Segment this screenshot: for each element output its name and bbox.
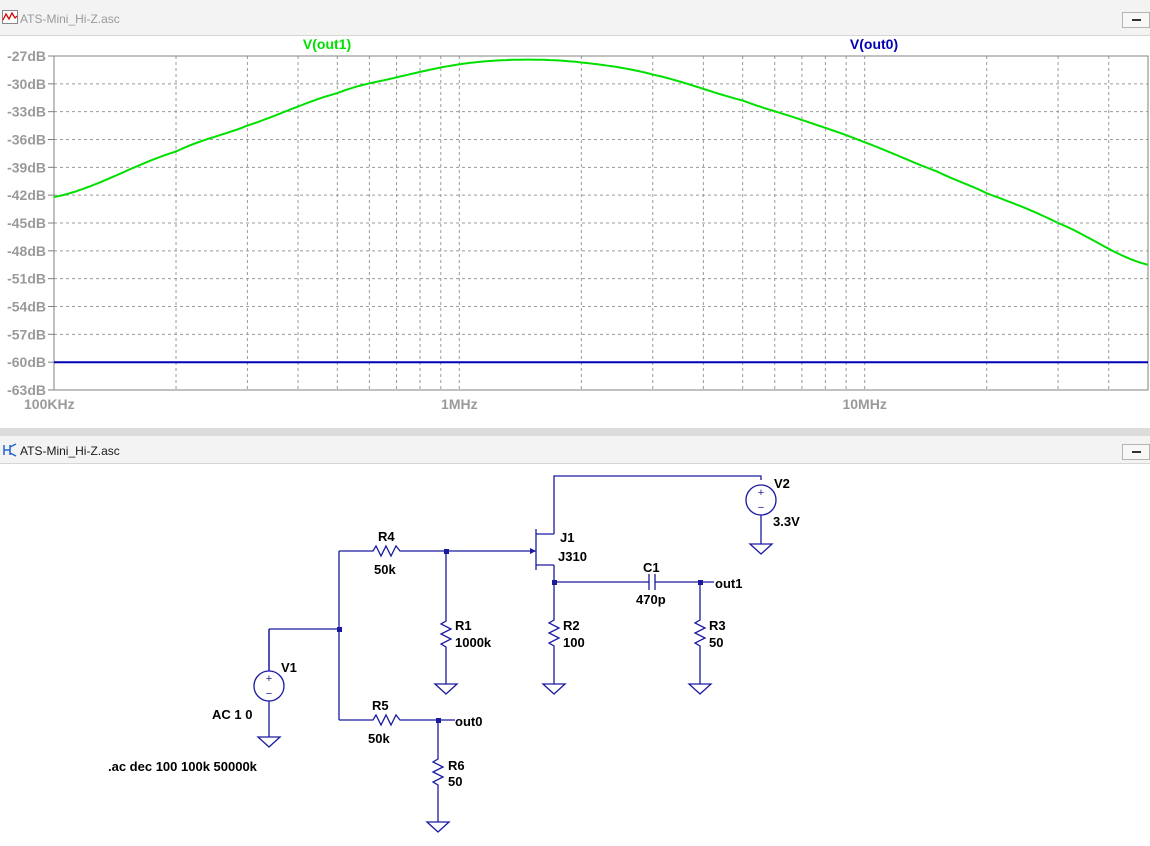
minus-sign-v1: − (266, 688, 272, 700)
y-tick-label: -27dB (7, 48, 46, 64)
plot-window-title: ATS-Mini_Hi-Z.asc (20, 12, 120, 26)
label-r3-value[interactable]: 50 (709, 635, 723, 650)
label-c1-name[interactable]: C1 (643, 560, 660, 575)
junction-dot (698, 580, 703, 585)
window-splitter[interactable] (0, 428, 1150, 436)
label-r1-value[interactable]: 1000k (455, 635, 492, 650)
waveform-icon (2, 10, 18, 24)
net-label-out0[interactable]: out0 (455, 714, 482, 729)
label-r5-value[interactable]: 50k (368, 731, 390, 746)
label-r3-name[interactable]: R3 (709, 618, 726, 633)
plus-sign-v2: + (758, 487, 764, 499)
label-c1-value[interactable]: 470p (636, 592, 666, 607)
label-j1-name[interactable]: J1 (560, 530, 574, 545)
waveform-plot[interactable]: -27dB -30dB -33dB -36dB -39dB -42dB -45dB -48dB… (0, 36, 1150, 428)
y-tick-label: -33dB (7, 104, 46, 120)
y-tick-label: -51dB (7, 271, 46, 287)
plot-minimize-button[interactable] (1122, 12, 1150, 28)
net-label-out1[interactable]: out1 (715, 576, 742, 591)
spice-directive[interactable]: .ac dec 100 100k 50000k (108, 759, 258, 774)
schematic-icon (3, 443, 17, 457)
wire-drain-v2[interactable] (553, 475, 762, 534)
resistor-r5[interactable] (370, 713, 403, 727)
x-tick-label: 1MHz (441, 396, 478, 412)
resistor-r6[interactable] (431, 756, 445, 788)
label-v2-name[interactable]: V2 (774, 476, 790, 491)
trace-v-out1[interactable] (53, 58, 1149, 266)
y-tick-label: -57dB (7, 326, 46, 342)
y-tick-label: -63dB (7, 382, 46, 398)
plus-sign-v1: + (266, 673, 272, 685)
x-tick-label: 100KHz (24, 396, 75, 412)
y-tick-label: -30dB (7, 76, 46, 92)
label-j1-value[interactable]: J310 (558, 549, 587, 564)
schematic-window-titlebar[interactable]: ATS-Mini_Hi-Z.asc (0, 436, 1150, 464)
resistor-r3[interactable] (693, 617, 707, 649)
junction-dot (552, 580, 557, 585)
label-v1-value[interactable]: AC 1 0 (212, 707, 252, 722)
schematic-canvas[interactable]: + − + − R4 50k R1 1000k R5 50k R6 50 R2 … (0, 464, 1150, 846)
y-tick-label: -42dB (7, 187, 46, 203)
y-tick-label: -60dB (7, 354, 46, 370)
label-v1-name[interactable]: V1 (281, 660, 297, 675)
ground-r3[interactable] (687, 683, 713, 695)
junction-dot (337, 627, 342, 632)
resistor-r4[interactable] (370, 544, 403, 558)
minimize-icon (1132, 19, 1141, 21)
junction-dot (436, 718, 441, 723)
schematic-window-title: ATS-Mini_Hi-Z.asc (20, 444, 120, 458)
label-r2-value[interactable]: 100 (563, 635, 585, 650)
label-r5-name[interactable]: R5 (372, 698, 389, 713)
label-r4-value[interactable]: 50k (374, 562, 396, 577)
x-tick-label: 10MHz (842, 396, 886, 412)
capacitor-c1[interactable] (648, 574, 656, 590)
junction-dot (444, 549, 449, 554)
ground-r6[interactable] (425, 821, 451, 833)
minus-sign-v2: − (758, 502, 764, 514)
label-v2-value[interactable]: 3.3V (773, 514, 800, 529)
jfet-j1[interactable] (530, 529, 554, 570)
label-r6-value[interactable]: 50 (448, 774, 462, 789)
y-tick-label: -48dB (7, 243, 46, 259)
label-r6-name[interactable]: R6 (448, 758, 465, 773)
ground-r2[interactable] (541, 683, 567, 695)
schematic-minimize-button[interactable] (1122, 444, 1150, 460)
ground-r1[interactable] (433, 683, 459, 695)
legend-v-out0[interactable]: V(out0) (850, 36, 898, 52)
ground-v1[interactable] (256, 736, 282, 748)
y-tick-label: -54dB (7, 299, 46, 315)
ground-v2[interactable] (748, 543, 774, 555)
minimize-icon (1132, 451, 1141, 453)
label-r4-name[interactable]: R4 (378, 529, 395, 544)
legend-v-out1[interactable]: V(out1) (303, 36, 351, 52)
label-r2-name[interactable]: R2 (563, 618, 580, 633)
plot-window-titlebar[interactable]: ATS-Mini_Hi-Z.asc (0, 0, 1150, 36)
label-r1-name[interactable]: R1 (455, 618, 472, 633)
wire-input-node[interactable] (268, 550, 370, 721)
resistor-r2[interactable] (547, 617, 561, 649)
y-tick-label: -36dB (7, 132, 46, 148)
y-tick-label: -45dB (7, 215, 46, 231)
y-tick-label: -39dB (7, 159, 46, 175)
resistor-r1[interactable] (439, 618, 453, 650)
